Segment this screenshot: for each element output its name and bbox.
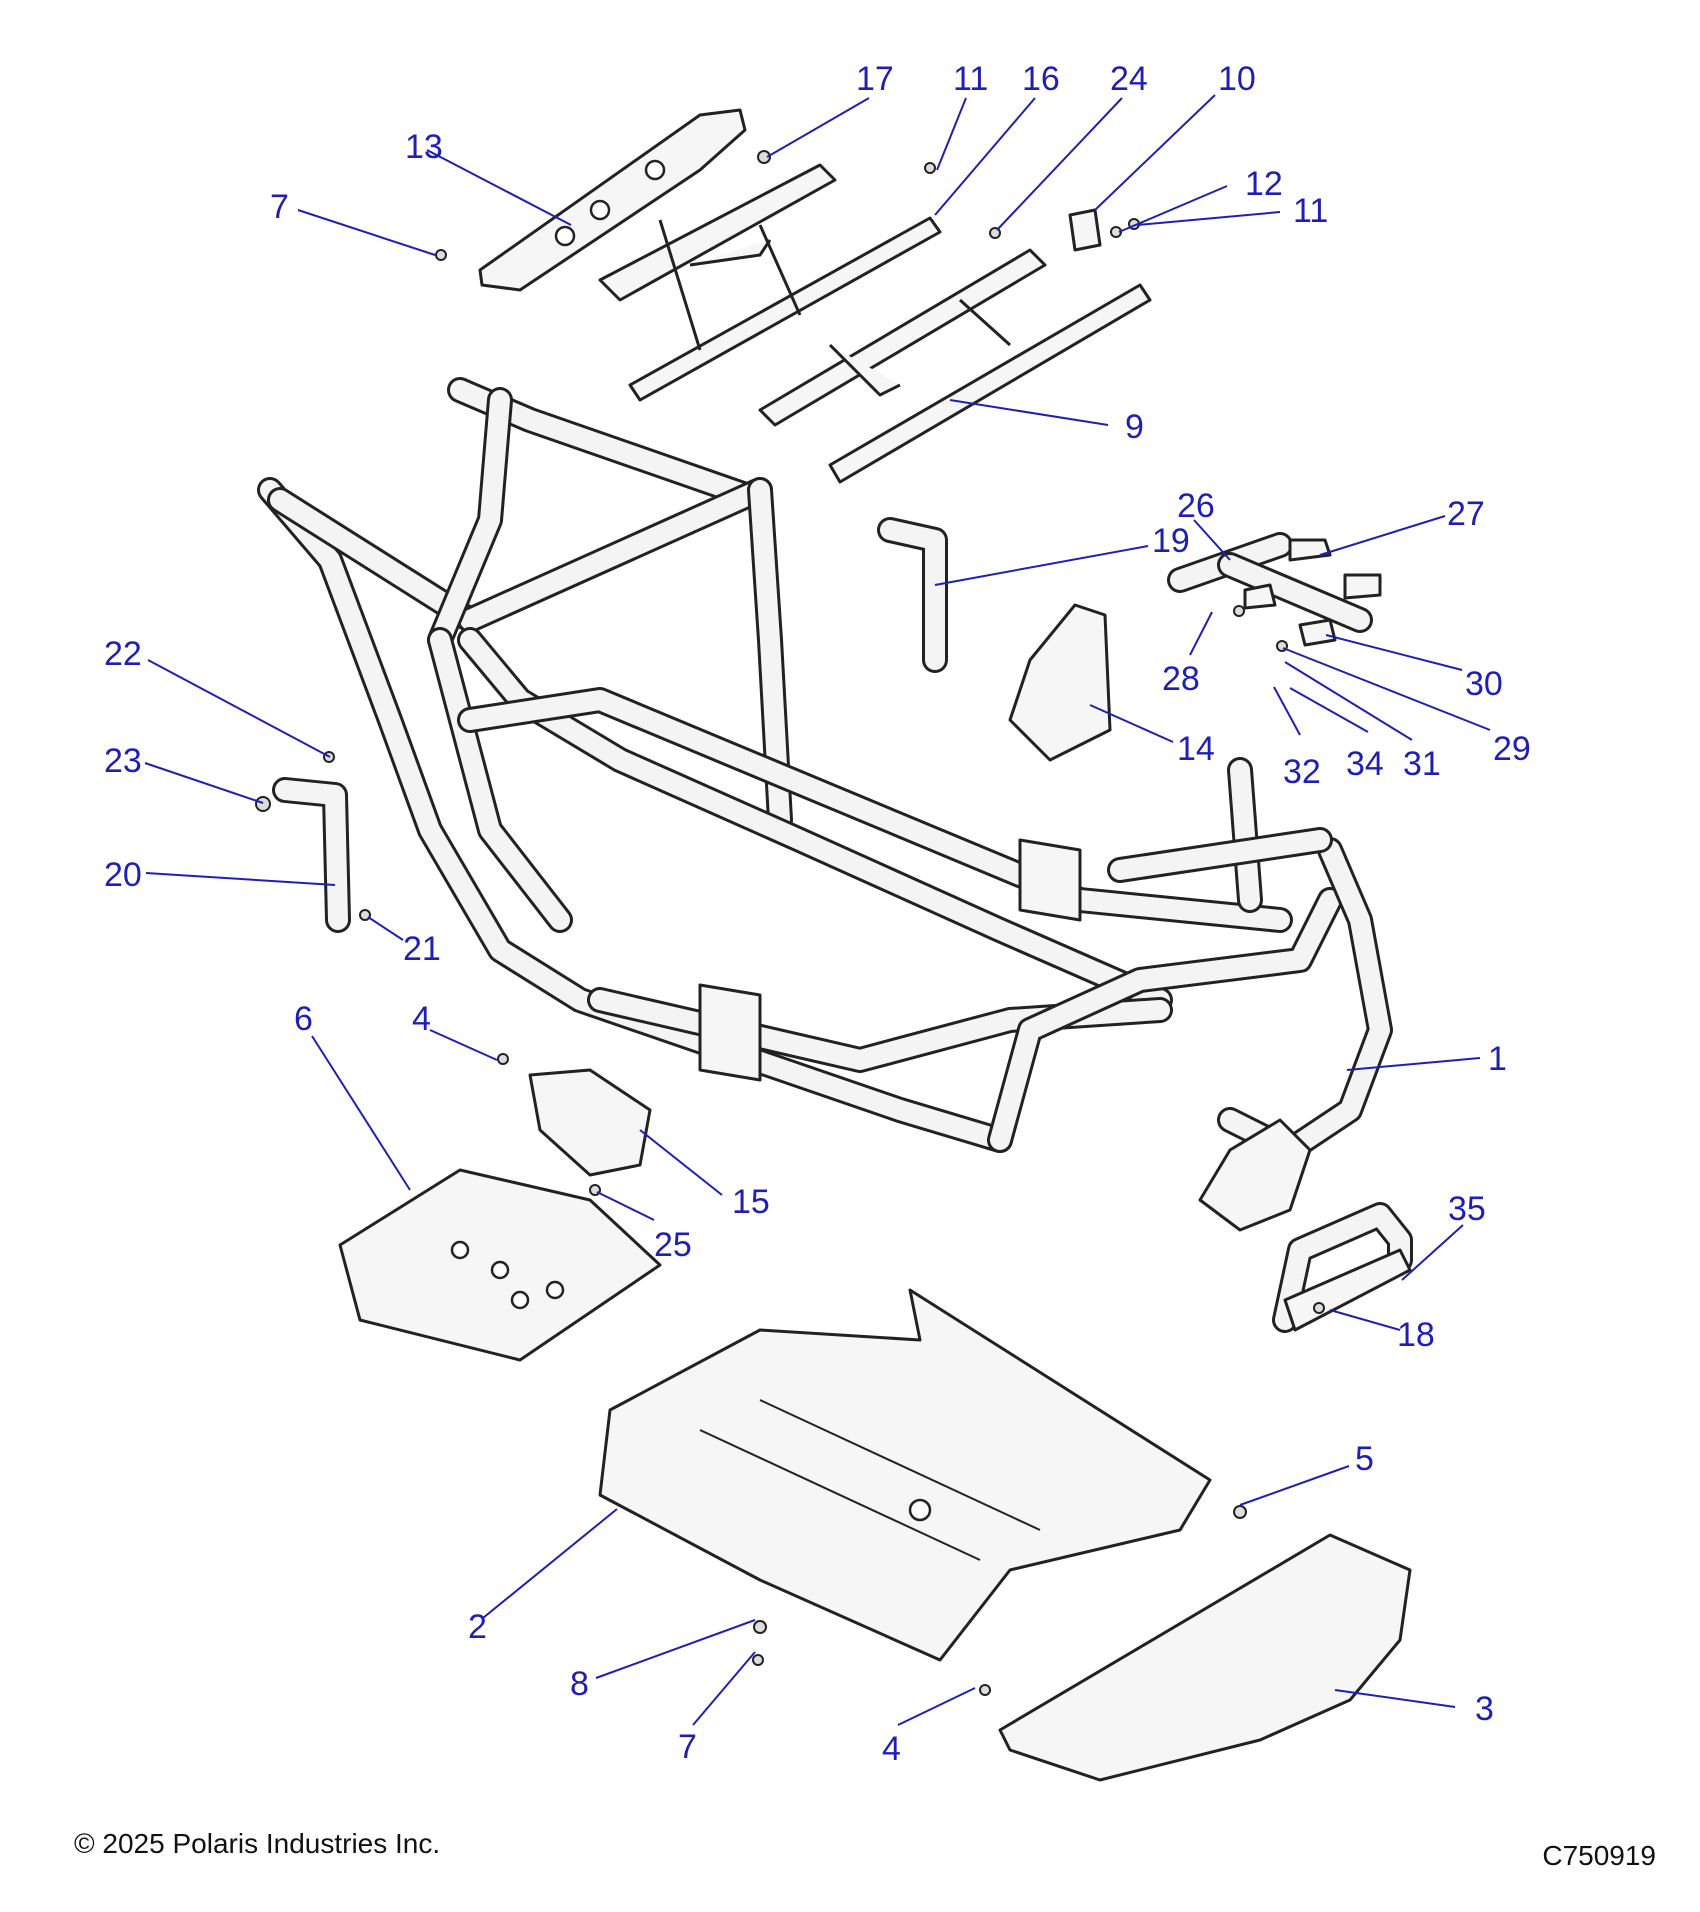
- callout-1: 1: [1488, 1040, 1507, 1078]
- callout-7b: 7: [678, 1728, 697, 1766]
- callout-30: 30: [1465, 665, 1503, 703]
- panel-14: [1008, 603, 1112, 762]
- callout-10: 10: [1218, 60, 1256, 98]
- hardware-fasteners: [255, 150, 1325, 1696]
- callout-16: 16: [1022, 60, 1060, 98]
- callout-6: 6: [294, 1000, 313, 1038]
- diagram-code: C750919: [1542, 1840, 1656, 1871]
- callout-11: 11: [953, 60, 988, 98]
- callout-3: 3: [1475, 1690, 1494, 1728]
- skid-plate-6: [338, 1168, 662, 1362]
- callout-14: 14: [1177, 730, 1215, 768]
- rail-frame-9: [758, 248, 1152, 484]
- callout-34: 34: [1346, 745, 1384, 783]
- copyright-notice: © 2025 Polaris Industries Inc.: [74, 1828, 441, 1859]
- callout-4: 4: [412, 1000, 431, 1038]
- grab-bar-19: [877, 517, 948, 673]
- callout-5: 5: [1355, 1440, 1374, 1478]
- callout-9: 9: [1125, 408, 1144, 446]
- callout-23: 23: [104, 742, 142, 780]
- cross-tube-26: [1167, 532, 1382, 647]
- bracket-10: [1068, 208, 1102, 252]
- rail-plate-13: [478, 108, 747, 292]
- callouts: 1 2 3 4 4 5 6 7 7 8 9 10 11 11 12 13 14 …: [104, 60, 1531, 1768]
- callout-20: 20: [104, 856, 142, 894]
- callout-28: 28: [1162, 660, 1200, 698]
- callout-22: 22: [104, 635, 142, 673]
- skid-plate-3: [998, 1533, 1412, 1782]
- callout-35: 35: [1448, 1190, 1486, 1228]
- rail-frame-16: [598, 163, 942, 402]
- callout-19: 19: [1152, 522, 1190, 560]
- callout-29: 29: [1493, 730, 1531, 768]
- front-bumper-35: [1272, 1202, 1413, 1333]
- callout-18: 18: [1397, 1316, 1435, 1354]
- callout-13: 13: [405, 128, 443, 166]
- callout-12: 12: [1245, 165, 1283, 203]
- callout-31: 31: [1403, 745, 1441, 783]
- callout-21: 21: [403, 930, 441, 968]
- callout-25: 25: [654, 1226, 692, 1264]
- skid-plate-2: [598, 1288, 1212, 1662]
- callout-7: 7: [270, 188, 289, 226]
- callout-27: 27: [1447, 495, 1485, 533]
- panel-15: [528, 1068, 652, 1177]
- callout-4b: 4: [882, 1730, 901, 1768]
- callout-8: 8: [570, 1665, 589, 1703]
- callout-26: 26: [1177, 487, 1215, 525]
- grab-bar-20: [272, 777, 351, 933]
- callout-17: 17: [856, 60, 894, 98]
- callout-11b: 11: [1293, 192, 1328, 230]
- callout-2: 2: [468, 1608, 487, 1646]
- chassis-frame-1: [257, 377, 1393, 1232]
- callout-15: 15: [732, 1183, 770, 1221]
- callout-32: 32: [1283, 753, 1321, 791]
- callout-24: 24: [1110, 60, 1148, 98]
